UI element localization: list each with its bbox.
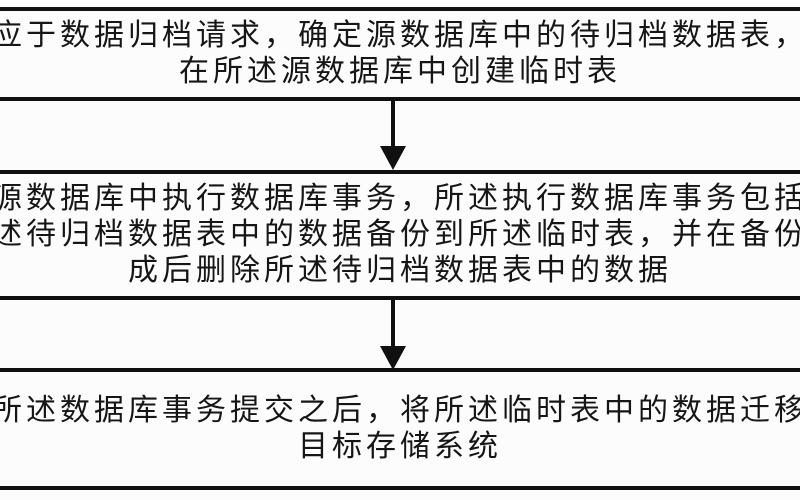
flow-step-3-text-line-1: 所述数据库事务提交之后，将所述临时表中的数据迁移: [0, 393, 800, 428]
down-arrow-2-stem: [391, 300, 395, 346]
flow-step-2-text-line-3: 成后删除所述待归档数据表中的数据: [128, 253, 672, 288]
flow-step-1-box: 应于数据归档请求，确定源数据库中的待归档数据表， 在所述源数据库中创建临时表: [0, 7, 800, 101]
flow-step-3-box: 所述数据库事务提交之后，将所述临时表中的数据迁移 目标存储系统: [0, 368, 800, 490]
flow-step-3-text-line-2: 目标存储系统: [298, 429, 502, 464]
down-arrow-1-stem: [391, 101, 395, 147]
down-arrow-2-icon: [380, 346, 406, 370]
flow-step-1-text-line-1: 应于数据归档请求，确定源数据库中的待归档数据表，: [0, 18, 800, 53]
flow-step-1-text-line-2: 在所述源数据库中创建临时表: [179, 54, 621, 89]
flow-step-2-text-line-1: 源数据库中执行数据库事务，所述执行数据库事务包括: [0, 181, 800, 216]
flow-step-2-box: 源数据库中执行数据库事务，所述执行数据库事务包括 述待归档数据表中的数据备份到所…: [0, 170, 800, 300]
down-arrow-1-icon: [380, 146, 406, 170]
flow-step-2-text-line-2: 述待归档数据表中的数据备份到所述临时表，并在备份: [0, 217, 800, 252]
